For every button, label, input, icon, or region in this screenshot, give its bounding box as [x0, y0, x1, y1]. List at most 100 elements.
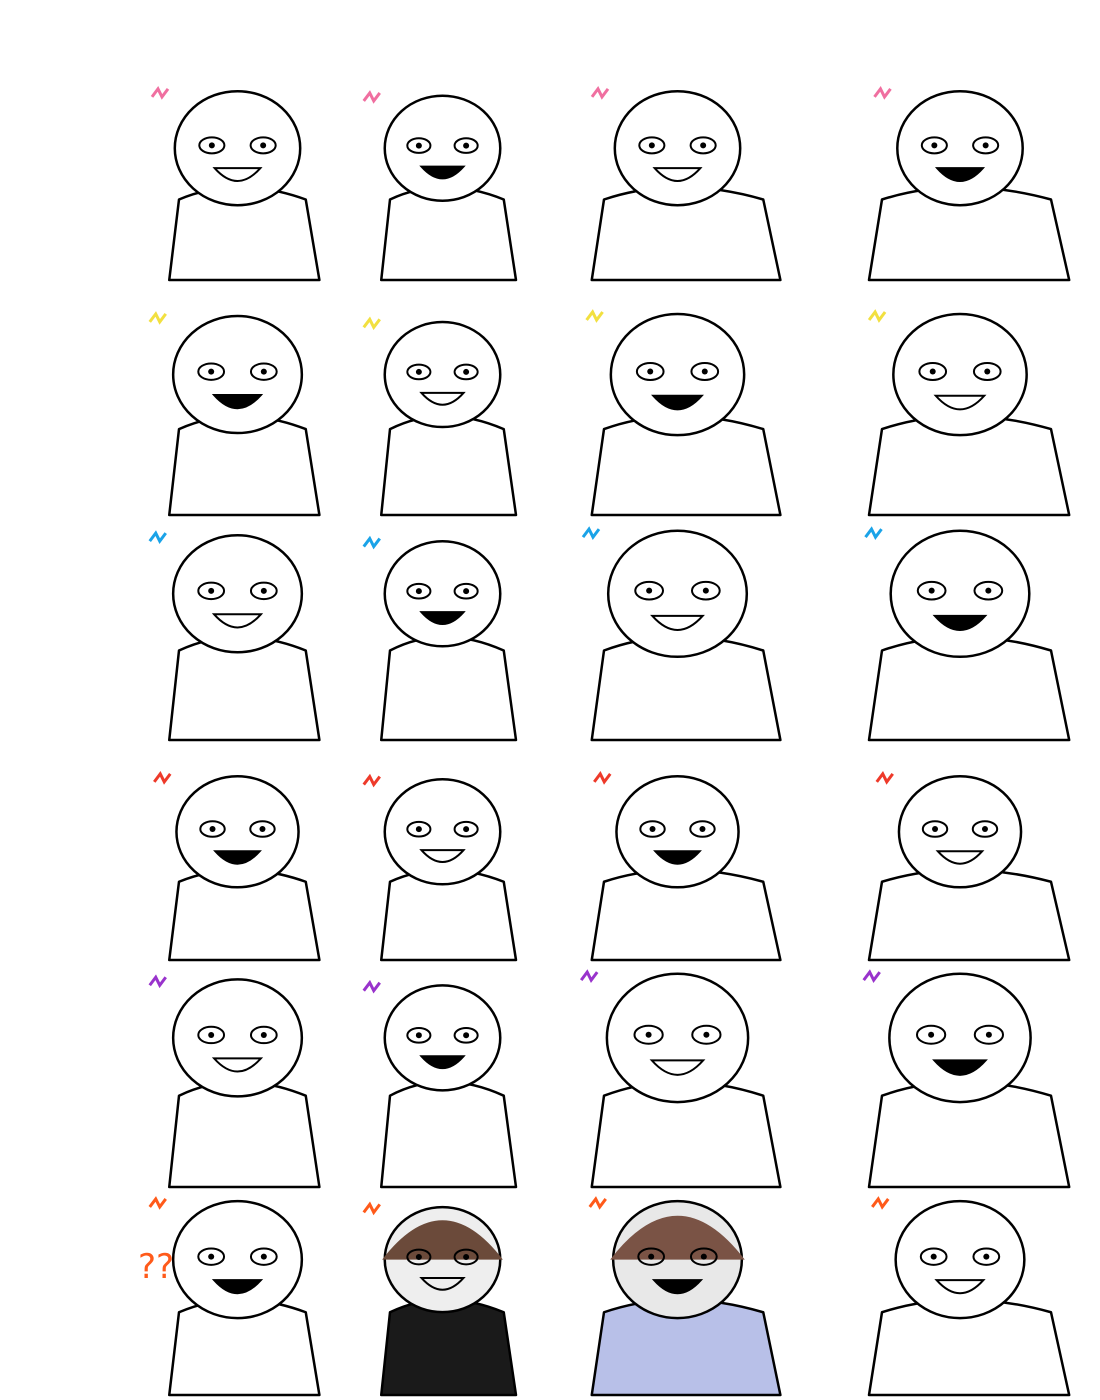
eye [199, 820, 226, 838]
head [894, 1199, 1026, 1320]
figure-r5-c4 [862, 969, 1071, 1189]
eye [921, 820, 949, 838]
eye [406, 1026, 432, 1044]
eye [690, 362, 720, 382]
emotion-mark [362, 316, 381, 331]
eye [973, 1024, 1005, 1045]
pupil [703, 1031, 710, 1038]
hair [610, 1215, 745, 1260]
mouth [653, 850, 702, 865]
mouth [213, 850, 262, 865]
emotion-mark [148, 311, 167, 325]
eye [406, 1248, 432, 1266]
emotion-mark [875, 771, 894, 785]
pupil [415, 1032, 422, 1039]
pupil [647, 368, 654, 375]
pupil [463, 1032, 470, 1039]
mouth [934, 167, 986, 182]
figure-r6-c4 [867, 1196, 1071, 1397]
pupil [983, 1253, 990, 1260]
figure-r1-c4 [867, 86, 1071, 282]
pupil [415, 1253, 422, 1260]
pupil [208, 368, 215, 375]
mouth [419, 849, 466, 863]
eye [453, 137, 479, 154]
head [606, 529, 749, 659]
pupil [415, 368, 422, 375]
pupil [415, 142, 422, 149]
emotion-mark [150, 86, 170, 100]
emotion-mark [362, 1201, 381, 1216]
eye [689, 136, 717, 155]
mouth [932, 614, 988, 631]
emotion-mark [148, 1196, 167, 1210]
emotion-mark [153, 771, 172, 785]
head [171, 534, 304, 654]
mouth [212, 167, 263, 182]
figure-r2-c1 [148, 311, 321, 517]
emotion-mark [362, 90, 381, 104]
pupil [932, 826, 939, 833]
eye [453, 582, 479, 600]
mouth [933, 394, 987, 411]
pupil [931, 142, 938, 149]
pupil [648, 1253, 655, 1260]
eye [971, 820, 999, 838]
pupil [463, 142, 470, 149]
pupil [259, 826, 266, 833]
emotion-mark [585, 309, 604, 323]
mouth [419, 391, 466, 406]
figure-r4-c2 [362, 773, 518, 962]
mouth [419, 1055, 466, 1070]
pupil [701, 368, 708, 375]
head [605, 972, 750, 1104]
mouth [932, 1059, 988, 1076]
eye [638, 136, 666, 155]
emotion-mark [871, 1196, 890, 1210]
eye [634, 580, 665, 601]
pupil [699, 826, 706, 833]
figure-r4-c4 [867, 771, 1071, 962]
mouth [211, 394, 264, 410]
emotion-mark [867, 309, 887, 323]
eye [249, 136, 277, 155]
pupil [260, 142, 267, 149]
pupil [463, 588, 470, 595]
emotion-mark [864, 526, 883, 540]
emotion-mark [580, 969, 599, 983]
pupil [260, 587, 267, 594]
emotion-mark [873, 86, 892, 100]
head [613, 89, 742, 207]
eye [972, 362, 1002, 382]
pupil [463, 1253, 470, 1260]
eye [406, 582, 432, 600]
figure-r2-c2 [362, 316, 518, 517]
eye [249, 820, 276, 838]
emotion-mark [148, 974, 167, 989]
emotion-mark [590, 86, 610, 100]
pupil [415, 588, 422, 595]
pupil [981, 826, 988, 833]
mouth [651, 394, 704, 411]
figure-r1-c3 [590, 86, 782, 282]
hair [382, 1220, 503, 1260]
emotion-mark [581, 526, 601, 540]
figure-r1-c1 [150, 86, 321, 282]
head [609, 312, 746, 437]
pupil [928, 587, 935, 594]
pupil [209, 826, 216, 833]
head [892, 312, 1028, 437]
head [383, 320, 502, 429]
figure-r3-c4 [864, 526, 1071, 742]
figure-r6-c1 [148, 1196, 321, 1397]
mouth [650, 614, 705, 631]
eye [406, 363, 432, 381]
figure-r3-c1 [148, 530, 321, 742]
mouth [419, 611, 466, 625]
eye [197, 1025, 226, 1045]
figure-r5-c2 [362, 979, 518, 1189]
pupil [208, 1031, 215, 1038]
figure-r3-c3 [581, 526, 782, 742]
emotion-mark [148, 530, 167, 544]
